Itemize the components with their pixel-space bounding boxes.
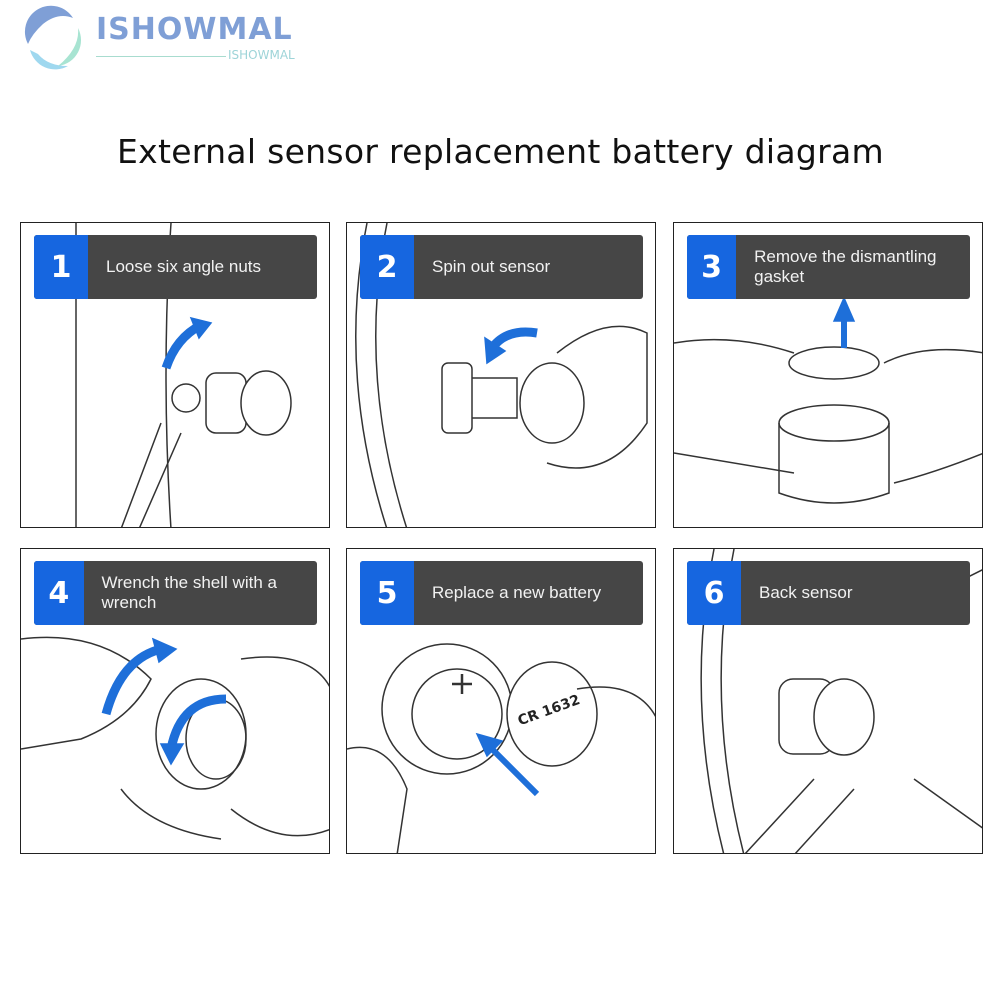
page-title: External sensor replacement battery diag…	[116, 132, 885, 171]
step-panel-1: 1 Loose six angle nuts	[20, 222, 330, 528]
step-panel-5: CR 1632 5 Replace a new battery	[346, 548, 656, 854]
step-number: 1	[34, 235, 88, 299]
step-label-4: 4 Wrench the shell with a wrench	[34, 561, 317, 625]
step-panel-6: 6 Back sensor	[673, 548, 983, 854]
step-text: Remove the dismantling gasket	[754, 247, 937, 286]
step-panel-3: 3 Remove the dismantling gasket	[673, 222, 983, 528]
step-text: Wrench the shell with a wrench	[101, 573, 277, 612]
replace-battery-illustration: CR 1632	[347, 643, 655, 853]
back-sensor-illustration	[700, 549, 982, 853]
step-label-2: 2 Spin out sensor	[360, 235, 643, 299]
step-panel-2: 2 Spin out sensor	[346, 222, 656, 528]
step-label-3: 3 Remove the dismantling gasket	[687, 235, 970, 299]
step-panel-4: 4 Wrench the shell with a wrench	[20, 548, 330, 854]
logo-subtext: ISHOWMAL	[228, 48, 295, 62]
remove-gasket-illustration	[674, 296, 982, 504]
brand-logo: ISHOWMAL ISHOWMAL	[18, 4, 298, 74]
step-text: Loose six angle nuts	[106, 257, 261, 276]
wrench-shell-illustration	[21, 636, 329, 840]
step-number: 6	[687, 561, 741, 625]
step-label-5: 5 Replace a new battery	[360, 561, 643, 625]
step-number: 5	[360, 561, 414, 625]
step-number: 4	[34, 561, 84, 625]
step-text: Back sensor	[759, 583, 853, 602]
step-text: Spin out sensor	[432, 257, 551, 276]
logo-divider	[96, 56, 226, 57]
step-number: 3	[687, 235, 737, 299]
step-number: 2	[360, 235, 414, 299]
step-label-6: 6 Back sensor	[687, 561, 970, 625]
step-label-1: 1 Loose six angle nuts	[34, 235, 317, 299]
step-text: Replace a new battery	[432, 583, 602, 602]
swirl-logo-icon	[24, 5, 82, 70]
logo-text: ISHOWMAL	[96, 12, 293, 47]
